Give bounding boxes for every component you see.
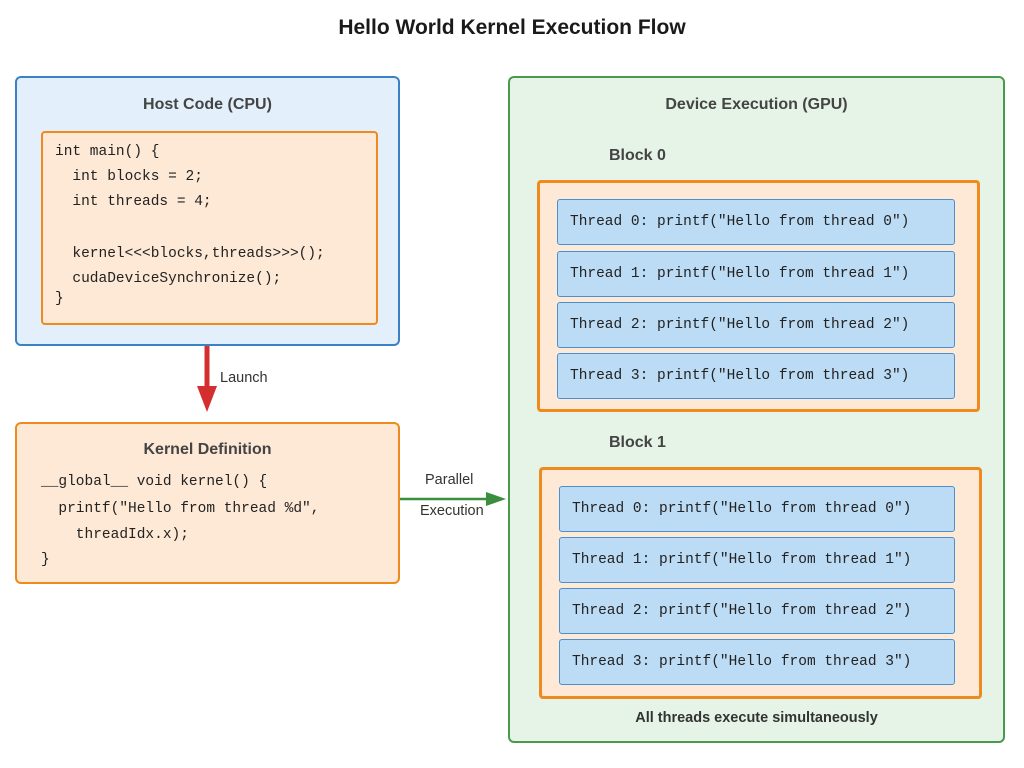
host-code-line: kernel<<<blocks,threads>>>(); bbox=[55, 246, 325, 262]
device-execution-panel: Device Execution (GPU) Block 0 Thread 0:… bbox=[508, 76, 1005, 743]
parallel-label: Parallel bbox=[425, 472, 474, 488]
thread-row: Thread 3: printf("Hello from thread 3") bbox=[557, 353, 955, 399]
launch-label: Launch bbox=[220, 370, 268, 386]
diagram-title: Hello World Kernel Execution Flow bbox=[338, 16, 686, 39]
simultaneous-note: All threads execute simultaneously bbox=[635, 710, 878, 726]
parallel-execution-arrow bbox=[400, 492, 506, 506]
launch-arrow bbox=[197, 346, 217, 412]
block-0-label: Block 0 bbox=[609, 147, 666, 164]
block-1-label: Block 1 bbox=[609, 434, 666, 451]
thread-row: Thread 2: printf("Hello from thread 2") bbox=[559, 588, 955, 634]
block-1-box: Thread 0: printf("Hello from thread 0") … bbox=[539, 467, 982, 699]
kernel-code-line: } bbox=[41, 552, 50, 568]
thread-row: Thread 3: printf("Hello from thread 3") bbox=[559, 639, 955, 685]
thread-row: Thread 1: printf("Hello from thread 1") bbox=[559, 537, 955, 583]
host-code-title: Host Code (CPU) bbox=[143, 96, 272, 113]
thread-row: Thread 2: printf("Hello from thread 2") bbox=[557, 302, 955, 348]
kernel-code-line: printf("Hello from thread %d", bbox=[41, 501, 320, 517]
block-0-box: Thread 0: printf("Hello from thread 0") … bbox=[537, 180, 980, 412]
execution-label: Execution bbox=[420, 503, 484, 519]
kernel-code-line: __global__ void kernel() { bbox=[41, 474, 268, 490]
thread-row: Thread 1: printf("Hello from thread 1") bbox=[557, 251, 955, 297]
host-code-panel: Host Code (CPU) int main() { int blocks … bbox=[15, 76, 400, 346]
host-code-line: cudaDeviceSynchronize(); bbox=[55, 271, 282, 287]
host-code-line: int threads = 4; bbox=[55, 194, 212, 210]
host-code-line: } bbox=[55, 291, 64, 307]
thread-row: Thread 0: printf("Hello from thread 0") bbox=[557, 199, 955, 245]
thread-row: Thread 0: printf("Hello from thread 0") bbox=[559, 486, 955, 532]
host-code-line: int blocks = 2; bbox=[55, 169, 203, 185]
kernel-definition-panel: Kernel Definition __global__ void kernel… bbox=[15, 422, 400, 584]
host-code-box: int main() { int blocks = 2; int threads… bbox=[41, 131, 378, 325]
kernel-code-line: threadIdx.x); bbox=[41, 527, 189, 543]
device-execution-title: Device Execution (GPU) bbox=[665, 96, 848, 113]
host-code-line: int main() { bbox=[55, 144, 160, 160]
kernel-definition-title: Kernel Definition bbox=[143, 441, 272, 458]
